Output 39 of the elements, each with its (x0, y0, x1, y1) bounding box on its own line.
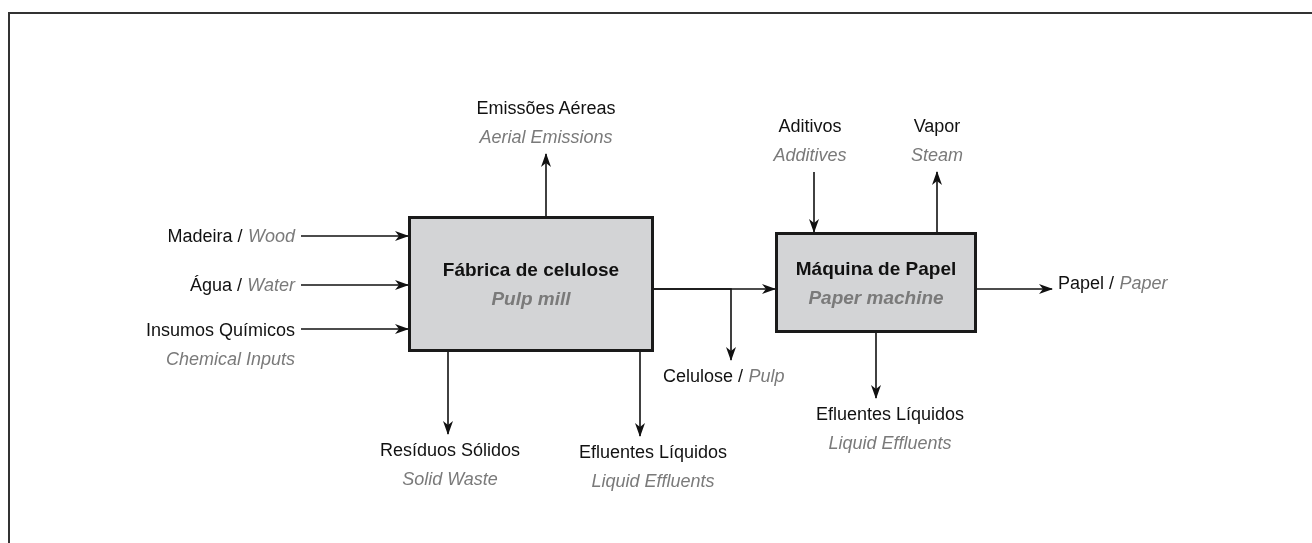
flow-label: Celulose / (663, 365, 744, 388)
flow-translation: Additives (773, 144, 847, 167)
arrow (653, 288, 736, 361)
flow-translation: Wood (247, 225, 295, 248)
flow-label: Insumos Químicos (145, 319, 295, 342)
flow-label: Água / (189, 274, 242, 297)
flow-translation: Aerial Emissions (479, 126, 613, 149)
flow-translation: Solid Waste (402, 468, 498, 491)
process-box (408, 216, 654, 352)
arrow (635, 351, 645, 437)
arrow (541, 153, 551, 217)
process-box (775, 232, 977, 333)
arrow (976, 284, 1053, 294)
flow-label: Vapor (913, 115, 961, 138)
flow-label: Resíduos Sólidos (379, 439, 521, 462)
arrow (443, 351, 453, 435)
flow-translation: Chemical Inputs (165, 348, 295, 371)
flow-label: Emissões Aéreas (476, 97, 616, 120)
flow-label: Papel / (1058, 272, 1115, 295)
box-subtitle: Paper machine (808, 285, 944, 310)
arrow (300, 280, 409, 290)
flow-label: Aditivos (778, 115, 842, 138)
flow-translation: Pulp (748, 365, 785, 388)
flow-translation: Paper (1119, 272, 1168, 295)
flow-translation: Liquid Effluents (591, 470, 715, 493)
flow-translation: Water (247, 274, 295, 297)
flow-translation: Steam (911, 144, 963, 167)
box-subtitle: Pulp mill (491, 287, 571, 311)
flow-label: Madeira / (167, 225, 243, 248)
box-title: Fábrica de celulose (442, 258, 620, 282)
arrow (300, 231, 409, 241)
arrow (932, 171, 942, 233)
arrow (300, 324, 409, 334)
arrow (871, 332, 881, 399)
flow-label: Efluentes Líquidos (578, 441, 728, 464)
box-title: Máquina de Papel (795, 256, 957, 281)
arrow (809, 171, 819, 233)
flow-translation: Liquid Effluents (828, 432, 952, 455)
flow-label: Efluentes Líquidos (815, 403, 965, 426)
